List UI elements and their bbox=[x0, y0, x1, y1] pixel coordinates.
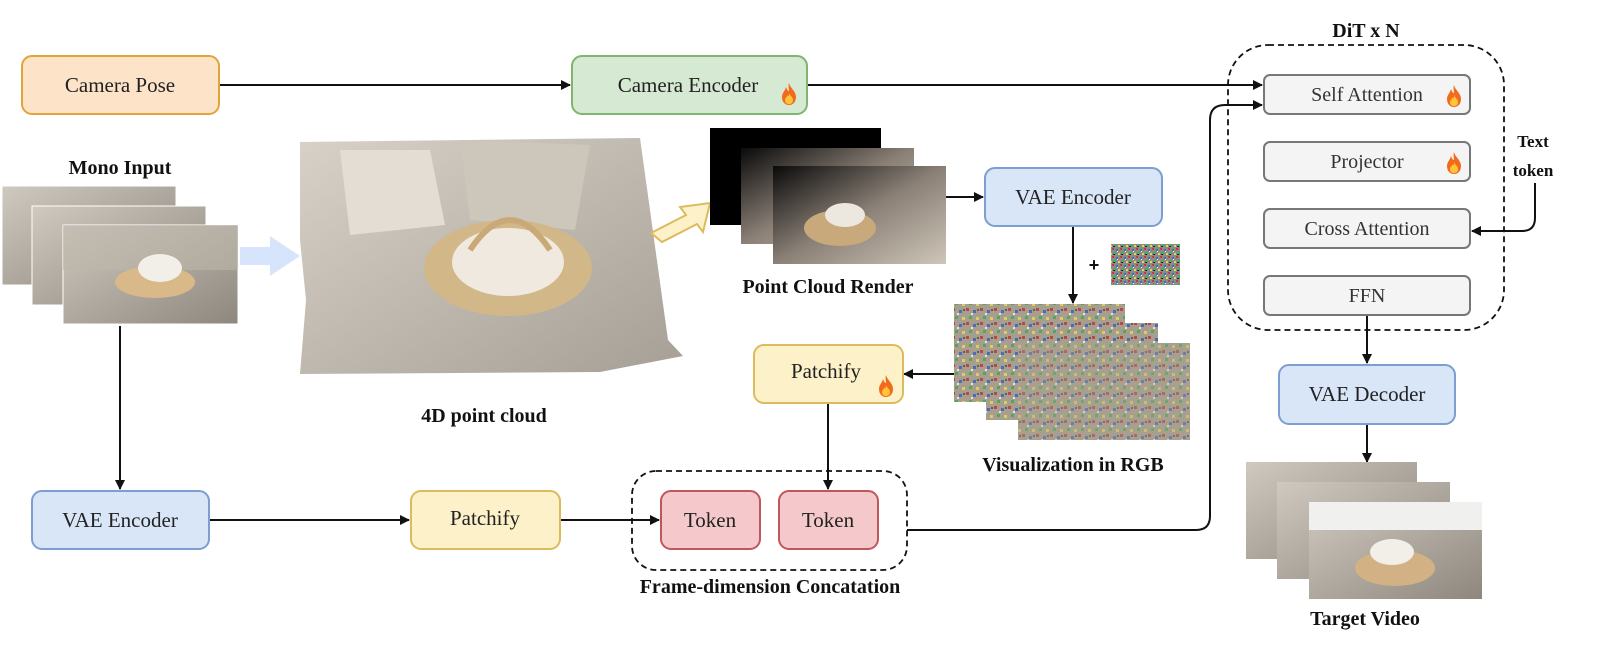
blue-arrow-icon bbox=[240, 236, 300, 276]
concat-group bbox=[631, 470, 908, 571]
vae-encoder-bottom-label: VAE Encoder bbox=[62, 508, 178, 532]
point-cloud-render-frames bbox=[710, 128, 946, 264]
noise-patch bbox=[1111, 244, 1180, 285]
camera-encoder-box[interactable]: Camera Encoder bbox=[571, 55, 808, 115]
text-token-label-line2: token bbox=[1513, 161, 1554, 180]
vae-encoder-top-box[interactable]: VAE Encoder bbox=[984, 167, 1163, 227]
camera-pose-box[interactable]: Camera Pose bbox=[21, 55, 220, 115]
projector-box[interactable]: Projector bbox=[1263, 141, 1471, 182]
token-a-box[interactable]: Token bbox=[660, 490, 761, 550]
self-attention-label: Self Attention bbox=[1311, 84, 1423, 106]
ffn-label: FFN bbox=[1349, 285, 1386, 307]
target-video-label: Target Video bbox=[1310, 608, 1420, 630]
mono-input-frames bbox=[1, 185, 239, 325]
mono-input-label: Mono Input bbox=[69, 157, 172, 179]
rgb-visualization-frames bbox=[954, 304, 1190, 440]
target-video-frames bbox=[1246, 462, 1482, 599]
self-attention-box[interactable]: Self Attention bbox=[1263, 74, 1471, 115]
token-b-box[interactable]: Token bbox=[778, 490, 879, 550]
camera-pose-label: Camera Pose bbox=[65, 73, 175, 97]
point-cloud-render-label: Point Cloud Render bbox=[742, 276, 913, 298]
patchify-top-box[interactable]: Patchify bbox=[753, 344, 904, 404]
patchify-top-label: Patchify bbox=[791, 359, 861, 383]
point-cloud-4d-label: 4D point cloud bbox=[421, 405, 547, 427]
connectors bbox=[115, 80, 1536, 531]
text-token-label-line1: Text bbox=[1517, 132, 1549, 151]
vae-decoder-box[interactable]: VAE Decoder bbox=[1278, 364, 1456, 425]
visualization-rgb-label: Visualization in RGB bbox=[982, 454, 1164, 476]
patchify-bottom-box[interactable]: Patchify bbox=[410, 490, 561, 550]
projector-label: Projector bbox=[1330, 151, 1404, 173]
arrow-texttoken-to-crossattention bbox=[1471, 183, 1536, 236]
dit-title: DiT x N bbox=[1332, 20, 1400, 42]
camera-encoder-label: Camera Encoder bbox=[618, 73, 759, 97]
dit-block bbox=[1227, 44, 1505, 331]
token-a-label: Token bbox=[684, 508, 737, 532]
frame-concat-label: Frame-dimension Concatation bbox=[640, 576, 901, 598]
arrow-concat-to-selfattention bbox=[907, 100, 1263, 531]
cross-attention-box[interactable]: Cross Attention bbox=[1263, 208, 1471, 249]
cross-attention-label: Cross Attention bbox=[1304, 218, 1429, 240]
token-b-label: Token bbox=[802, 508, 855, 532]
point-cloud-image bbox=[300, 138, 683, 374]
vae-encoder-top-label: VAE Encoder bbox=[1015, 185, 1131, 209]
patchify-bottom-label: Patchify bbox=[450, 506, 520, 530]
vae-decoder-label: VAE Decoder bbox=[1309, 382, 1426, 406]
yellow-arrow-icon bbox=[649, 201, 712, 244]
plus-sign: + bbox=[1089, 255, 1100, 275]
ffn-box[interactable]: FFN bbox=[1263, 275, 1471, 316]
vae-encoder-bottom-box[interactable]: VAE Encoder bbox=[31, 490, 210, 550]
